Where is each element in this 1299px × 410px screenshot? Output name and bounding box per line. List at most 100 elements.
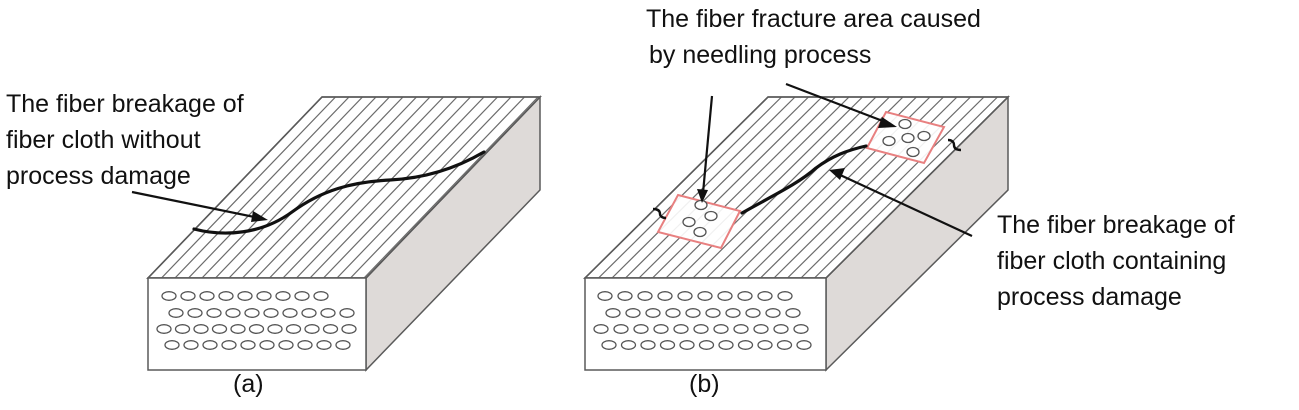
yarn-cross-section: [673, 324, 689, 334]
fiber-line: [188, 97, 363, 278]
annotation-line: process damage: [6, 162, 191, 190]
yarn-cross-section: [164, 340, 180, 350]
pointer-arrow-b-left-zone: [697, 95, 714, 203]
yarn-cross-section: [168, 308, 184, 318]
fiber-line: [215, 97, 390, 278]
fiber-line: [625, 97, 809, 278]
yarn-cross-section: [725, 308, 741, 318]
fiber-line: [638, 97, 823, 278]
yarn-cross-section: [187, 308, 203, 318]
fiber-line: [309, 97, 485, 278]
yarn-cross-section: [180, 291, 196, 301]
yarn-cross-section: [633, 324, 649, 334]
yarn-cross-section: [693, 324, 709, 334]
yarn-cross-section: [737, 340, 754, 350]
yarn-cross-section: [278, 340, 294, 350]
yarn-cross-section: [335, 340, 351, 350]
panel-a-caption: (a): [233, 370, 264, 398]
yarn-cross-section: [313, 291, 329, 301]
yarn-cross-section: [773, 324, 789, 334]
fiber-cloth-block-b: [583, 95, 1010, 372]
annotation-line: fiber cloth without: [6, 126, 201, 154]
yarn-cross-section: [653, 324, 669, 334]
fiber-breakage-curve-a: [192, 150, 486, 235]
yarn-cross-section: [199, 291, 215, 301]
yarn-cross-section: [796, 340, 812, 350]
yarn-cross-section: [211, 324, 228, 334]
yarn-cross-section: [156, 324, 172, 334]
fiber-line: [161, 97, 336, 278]
yarn-cross-section: [737, 291, 753, 301]
yarn-cross-section: [263, 308, 279, 318]
fiber-line: [719, 97, 904, 278]
yarn-cross-section: [193, 324, 209, 334]
yarn-cross-section: [718, 340, 734, 350]
annotation-line: The fiber fracture area caused: [646, 5, 981, 33]
yarn-cross-section: [256, 291, 272, 301]
fiber-line: [706, 97, 890, 278]
yarn-cross-section: [645, 308, 661, 318]
annotation-line: The fiber breakage of: [6, 90, 244, 118]
fiber-line: [679, 97, 863, 278]
annotation-line: fiber cloth containing: [997, 247, 1227, 275]
yarn-cross-section: [339, 308, 355, 318]
fiber-broken-end-left: [652, 207, 667, 220]
yarn-cross-section: [320, 308, 336, 318]
yarn-cross-section: [776, 340, 793, 350]
fiber-line: [336, 97, 512, 278]
needling-damage-zone-left: [656, 193, 742, 250]
yarn-cross-section: [785, 308, 801, 318]
yarn-cross-section: [679, 340, 695, 350]
yarn-cross-section: [259, 340, 275, 350]
yarn-cross-section: [225, 308, 241, 318]
fiber-line: [242, 97, 417, 278]
yarn-cross-section: [657, 291, 673, 301]
pointer-arrow-b-right-zone: [785, 82, 897, 128]
yarn-cross-section: [753, 324, 769, 334]
yarn-cross-section: [218, 291, 234, 301]
fiber-line: [174, 97, 350, 278]
annotation-breakage-without-damage: The fiber breakage of fiber cloth withou…: [6, 86, 244, 194]
yarn-cross-section: [757, 291, 773, 301]
yarn-cross-section: [717, 291, 733, 301]
yarn-cross-section: [322, 324, 339, 334]
yarn-cross-section: [230, 324, 246, 334]
fiber-line: [598, 97, 782, 278]
yarn-cross-section: [733, 324, 749, 334]
panel-b-caption: (b): [689, 370, 720, 398]
yarn-cross-section: [240, 340, 256, 350]
yarn-cross-section: [613, 324, 629, 334]
annotation-breakage-with-damage: The fiber breakage of fiber cloth contai…: [997, 207, 1235, 315]
yarn-cross-section: [301, 308, 317, 318]
yarn-cross-section: [297, 340, 313, 350]
yarn-cross-section: [605, 308, 621, 318]
yarn-cross-section: [341, 324, 357, 334]
fiber-breakage-curve-b: [740, 144, 868, 215]
yarn-cross-section: [244, 308, 260, 318]
pointer-arrow-b-breakage: [829, 168, 973, 237]
yarn-cross-section: [793, 324, 809, 334]
fiber-line: [350, 97, 525, 278]
annotation-needling-fracture-area: The fiber fracture area caused by needli…: [646, 1, 981, 73]
yarn-cross-section: [294, 291, 310, 301]
fiber-line: [692, 97, 877, 278]
yarn-cross-section: [713, 324, 729, 334]
pointer-arrow-a: [131, 190, 268, 222]
fiber-line: [269, 97, 444, 278]
yarn-cross-section: [316, 340, 332, 350]
yarn-cross-section: [275, 291, 291, 301]
yarn-cross-section: [620, 340, 637, 350]
yarn-cross-section: [698, 340, 715, 350]
yarn-cross-section: [697, 291, 713, 301]
fiber-broken-end-right: [947, 138, 962, 152]
fiber-line: [800, 97, 985, 278]
fiber-line: [323, 97, 498, 278]
block-a-front-face: [147, 277, 367, 371]
yarn-cross-section: [174, 324, 191, 334]
fiber-line: [652, 97, 836, 278]
yarn-cross-section: [237, 291, 253, 301]
yarn-cross-section: [183, 340, 199, 350]
yarn-cross-section: [757, 340, 773, 350]
